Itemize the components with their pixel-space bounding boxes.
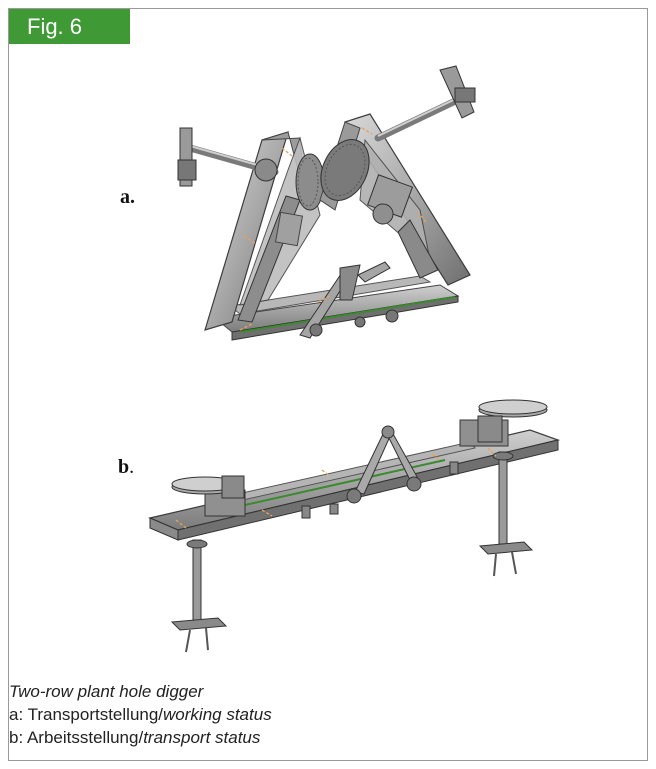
caption-line-b-german: b: Arbeitsstellung/ bbox=[9, 728, 144, 747]
caption-line-b-english: transport status bbox=[143, 728, 261, 747]
panel-b-label: b. bbox=[118, 456, 135, 478]
panel-a-label: a. bbox=[120, 186, 135, 208]
caption-line-b: b: Arbeitsstellung/transport status bbox=[9, 726, 639, 749]
figure-border bbox=[8, 8, 648, 761]
figure-number-badge: Fig. 6 bbox=[9, 9, 130, 44]
caption-line-a: a: Transportstellung/working status bbox=[9, 703, 639, 726]
figure-caption: Two-row plant hole digger a: Transportst… bbox=[9, 680, 639, 749]
caption-line-a-english: working status bbox=[163, 705, 272, 724]
caption-title: Two-row plant hole digger bbox=[9, 682, 204, 701]
panel-b-label-text: b bbox=[118, 456, 130, 478]
digger-unfolded-illustration bbox=[148, 399, 561, 653]
digger-folded-illustration bbox=[177, 65, 476, 341]
caption-line-a-german: a: Transportstellung/ bbox=[9, 705, 164, 724]
